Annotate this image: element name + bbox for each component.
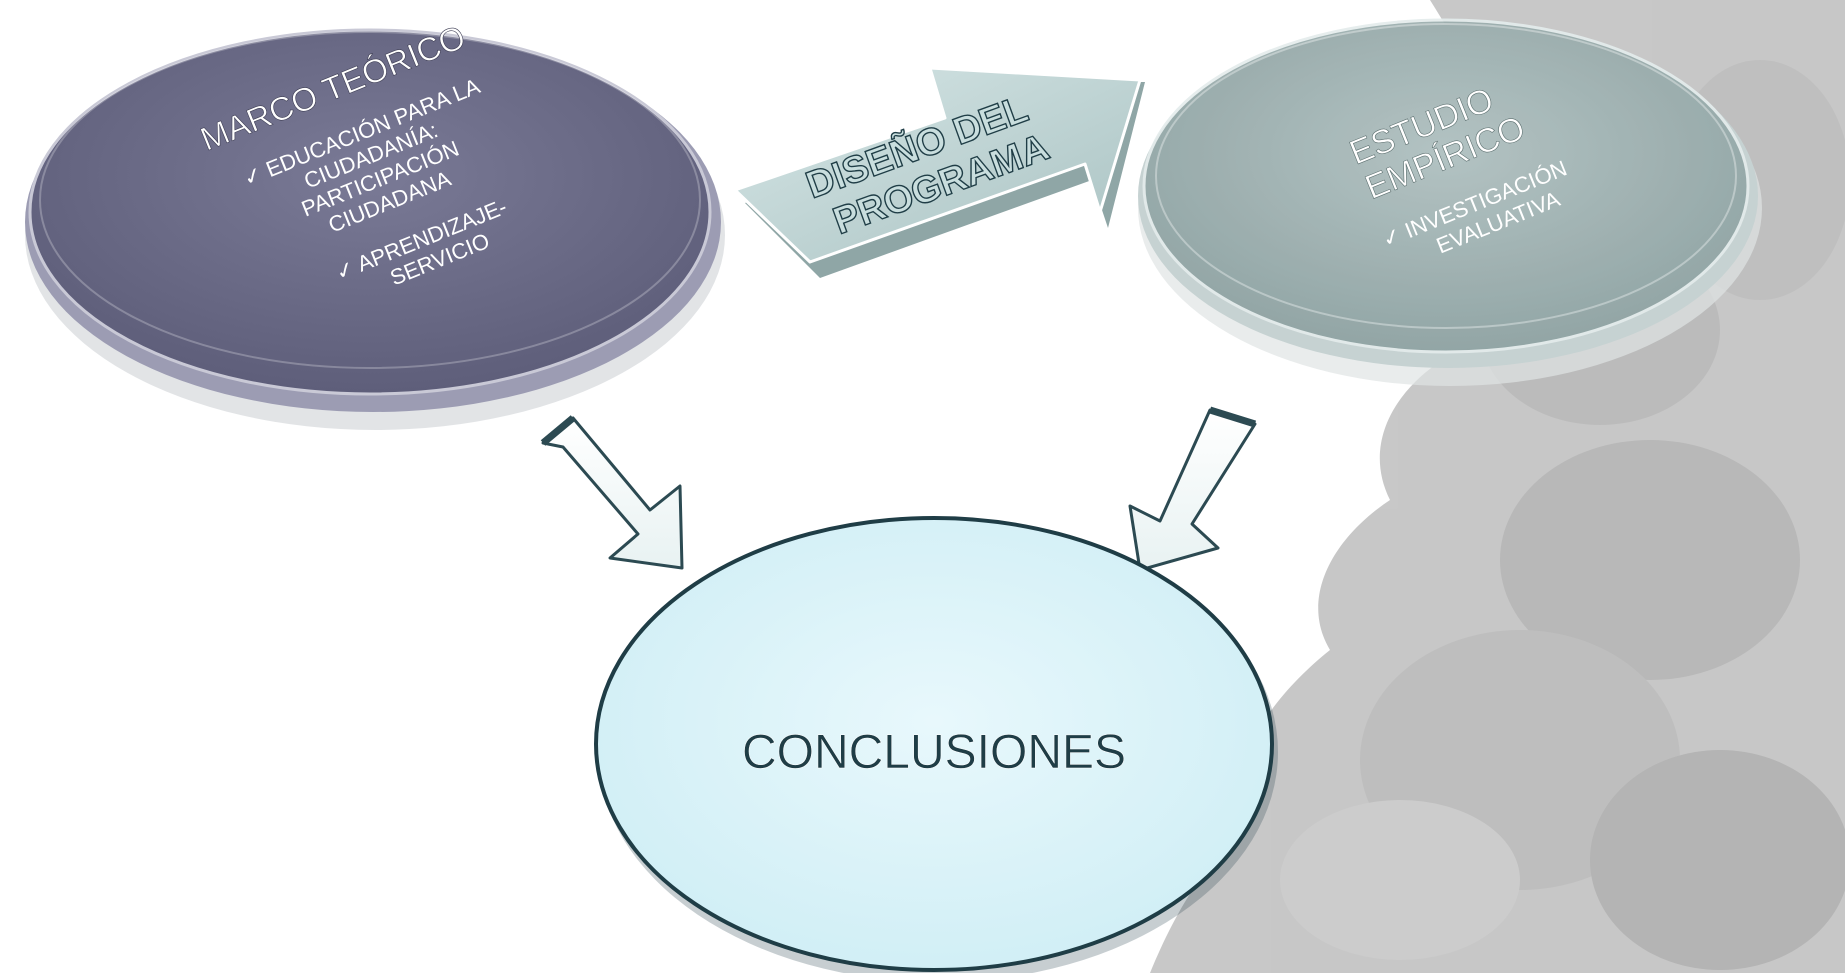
estudio-empirico-disc (1138, 18, 1762, 386)
left-down-arrow (540, 415, 684, 570)
diseno-programa-arrow (733, 66, 1145, 278)
marco-teorico-disc (25, 28, 725, 430)
conclusiones-node (594, 516, 1278, 973)
conclusiones-label: CONCLUSIONES (742, 726, 1126, 779)
right-down-arrow (1128, 406, 1257, 572)
